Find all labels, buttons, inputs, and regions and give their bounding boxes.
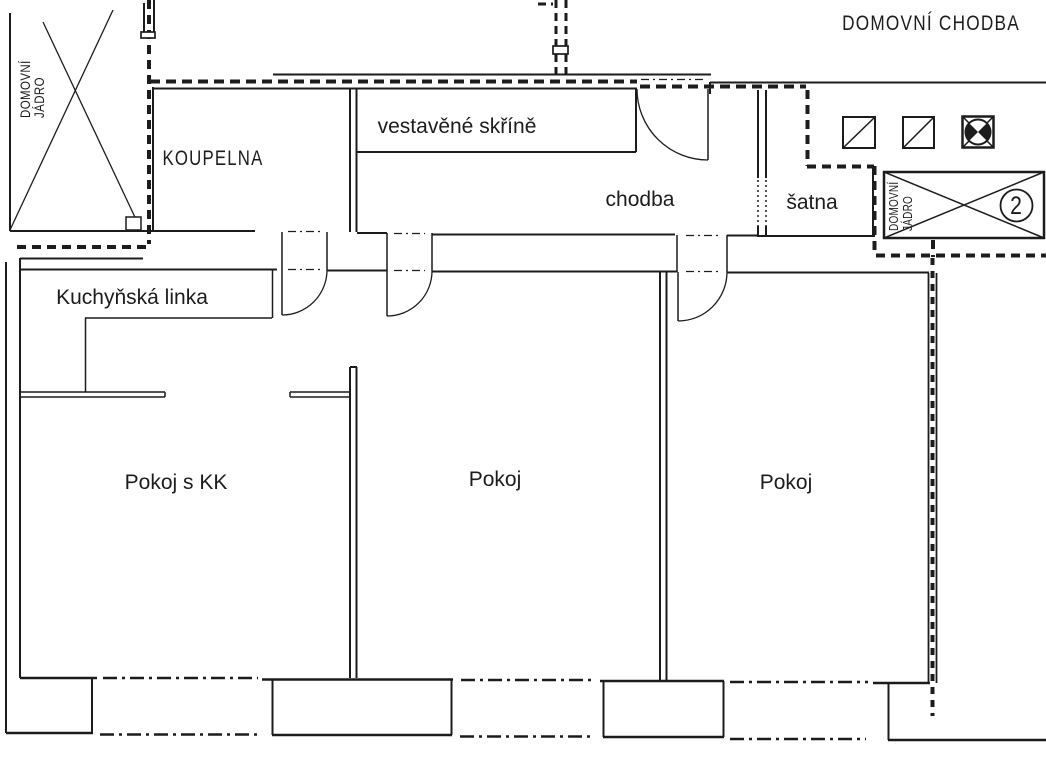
label-unit-number: 2 <box>1010 191 1022 219</box>
label-koupelna: KOUPELNA <box>162 147 263 170</box>
bottom-facade-walls <box>6 676 1046 742</box>
right-outer-wall <box>927 273 938 683</box>
vent-right-wedge <box>978 123 991 141</box>
unit-number-circle <box>999 188 1034 223</box>
top-wall-dashed-core <box>150 79 806 89</box>
label-pokoj-right: Pokoj <box>760 471 813 494</box>
middle-wall-band <box>327 232 929 274</box>
left-shaft-dashed-wall <box>17 0 151 249</box>
left-wall-junction-box <box>140 31 156 39</box>
left-shaft-cross <box>9 9 142 231</box>
label-jadro-left-1: DOMOVNÍ <box>17 60 33 118</box>
label-domovni-chodba: DOMOVNÍ CHODBA <box>842 13 1020 36</box>
label-pokoj-s-kk: Pokoj s KK <box>125 471 228 494</box>
label-jadro-left-2: JÁDRO <box>31 77 47 118</box>
label-kuchynska-linka: Kuchyňská linka <box>56 286 208 309</box>
symbols <box>9 9 1046 240</box>
label-jadro-right-1: DOMOVNÍ <box>887 181 901 231</box>
facade-window-lines <box>100 676 868 741</box>
vent-shaft-symbol <box>961 115 995 149</box>
skylight-square-1 <box>842 116 876 149</box>
outer-left-wall <box>5 13 277 733</box>
window-lines <box>100 78 868 741</box>
entry-wall-junction-box <box>552 45 569 55</box>
right-shaft-dashed-boundary <box>805 90 1046 258</box>
koupelna-door-arc <box>281 269 328 316</box>
entrance-door-arc <box>636 88 709 161</box>
labels: DOMOVNÍ CHODBA KOUPELNA vestavěné skříně… <box>17 13 1022 494</box>
dashed-walls <box>17 0 1046 716</box>
kitchen-counter <box>21 269 349 398</box>
pokoj-right-door-arc <box>677 271 728 322</box>
top-wall-stubs <box>143 0 155 33</box>
pokoj-middle-door-arc <box>386 270 433 317</box>
label-satna: šatna <box>786 191 838 214</box>
label-jadro-right-2: JÁDRO <box>901 196 915 231</box>
right-shaft-cross <box>883 171 1045 239</box>
bottom-bay-sides <box>91 678 890 740</box>
doors <box>281 88 767 322</box>
door-jambs <box>281 232 728 272</box>
label-pokoj-middle: Pokoj <box>469 468 522 491</box>
right-shaft-box <box>882 170 1046 240</box>
vent-left-wedge <box>965 123 978 141</box>
solid-walls <box>5 0 1046 742</box>
satna-walls <box>757 90 875 237</box>
satna-sliding-door-dotted <box>757 180 767 226</box>
entry-dashed-stubs <box>538 0 568 77</box>
label-chodba: chodba <box>606 188 675 211</box>
door-opening-marks <box>288 78 718 273</box>
left-shaft-notch <box>125 216 142 231</box>
room-divider-walls <box>349 271 668 680</box>
label-vestavene-skrine: vestavěné skříně <box>378 115 537 138</box>
skylight-square-2 <box>902 116 935 149</box>
